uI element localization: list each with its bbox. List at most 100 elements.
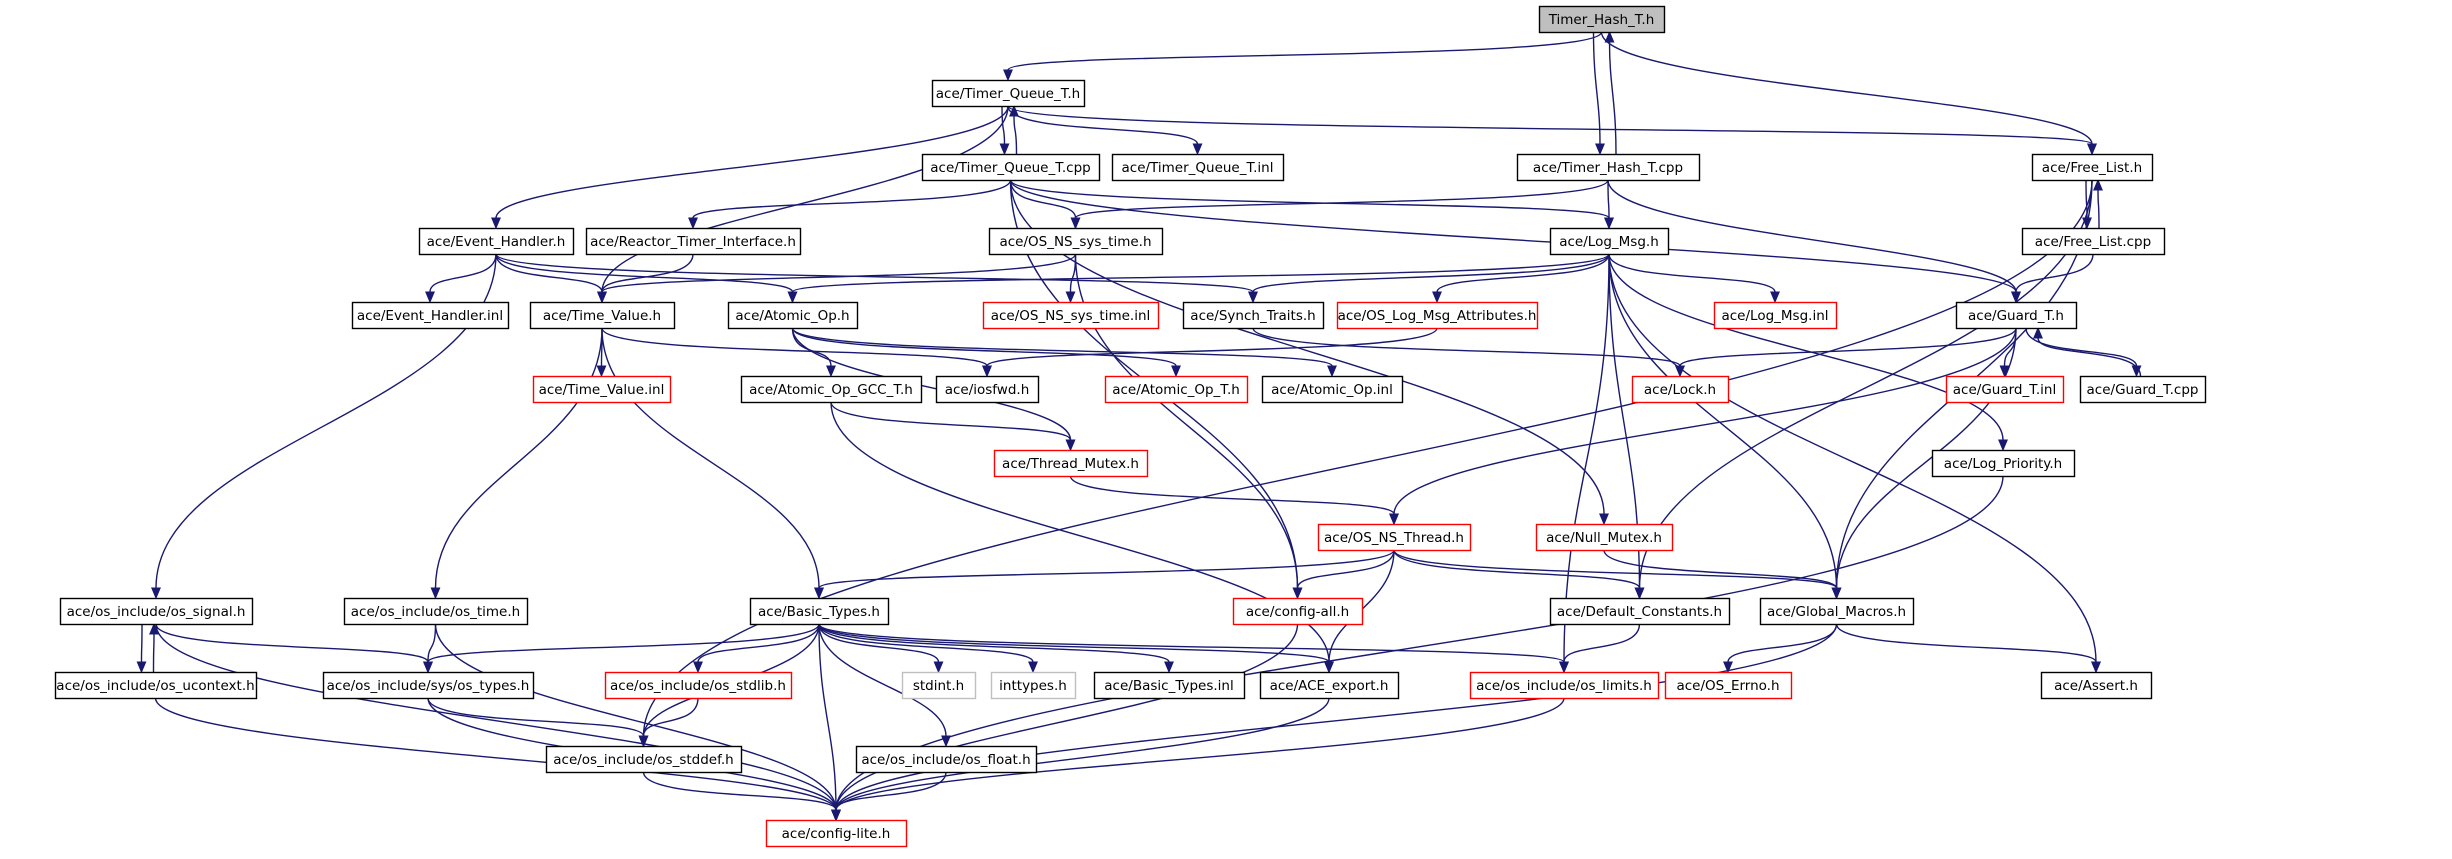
node-label: ace/Timer_Hash_T.cpp	[1533, 160, 1683, 176]
node-reactor-timer-interface-h[interactable]: ace/Reactor_Timer_Interface.h	[585, 227, 802, 256]
node-os-stdlib-h[interactable]: ace/os_include/os_stdlib.h	[604, 671, 793, 700]
node-free-list-cpp[interactable]: ace/Free_List.cpp	[2021, 227, 2166, 256]
node-os-time-h[interactable]: ace/os_include/os_time.h	[343, 597, 529, 626]
node-label: ace/os_include/sys/os_types.h	[327, 678, 530, 694]
node-log-msg-inl[interactable]: ace/Log_Msg.inl	[1713, 301, 1838, 330]
node-label: ace/OS_NS_sys_time.h	[999, 234, 1151, 250]
node-atomic-op-t-h[interactable]: ace/Atomic_Op_T.h	[1104, 375, 1249, 404]
edge-basic_types_h-to-inttypes_h	[818, 623, 1038, 674]
node-os-limits-h[interactable]: ace/os_include/os_limits.h	[1469, 671, 1660, 700]
node-box	[1336, 301, 1539, 330]
edge-atomic_op_gcc_t_h-to-thread_mutex_h	[830, 401, 1076, 452]
node-label: ace/Timer_Queue_T.h	[936, 86, 1080, 102]
node-sys-os-types-h[interactable]: ace/os_include/sys/os_types.h	[322, 671, 535, 700]
node-label: ace/ACE_export.h	[1270, 678, 1389, 694]
node-guard-t-cpp[interactable]: ace/Guard_T.cpp	[2079, 375, 2207, 404]
edge-guard_t_h-to-lock_h	[1675, 327, 2017, 378]
node-lock-h[interactable]: ace/Lock.h	[1631, 375, 1730, 404]
node-os-log-msg-attributes-h[interactable]: ace/OS_Log_Msg_Attributes.h	[1336, 301, 1539, 330]
node-default-constants-h[interactable]: ace/Default_Constants.h	[1549, 597, 1731, 626]
node-box	[1516, 153, 1701, 182]
node-box	[1549, 597, 1731, 626]
node-os-errno-h[interactable]: ace/OS_Errno.h	[1664, 671, 1793, 700]
node-event-handler-h[interactable]: ace/Event_Handler.h	[418, 227, 575, 256]
node-os-ucontext-h[interactable]: ace/os_include/os_ucontext.h	[54, 671, 258, 700]
node-box	[418, 227, 575, 256]
node-label: ace/os_include/os_float.h	[861, 752, 1030, 768]
node-stdint-h[interactable]: stdint.h	[901, 671, 977, 700]
edge-os_log_msg_attributes_h-to-iosfwd_h	[982, 327, 1438, 378]
node-os-float-h[interactable]: ace/os_include/os_float.h	[855, 745, 1038, 774]
node-inttypes-h[interactable]: inttypes.h	[990, 671, 1077, 700]
edge-atomic_op_h-to-atomic_op_t_h	[791, 327, 1181, 378]
node-atomic-op-inl[interactable]: ace/Atomic_Op.inl	[1261, 375, 1404, 404]
node-log-priority-h[interactable]: ace/Log_Priority.h	[1931, 449, 2076, 478]
edge-basic_types_h-to-os_stdlib_h	[693, 623, 820, 674]
node-log-msg-h[interactable]: ace/Log_Msg.h	[1549, 227, 1670, 256]
edge-timer_hash_t_cpp-to-timer_hash_t_h	[1604, 30, 1617, 155]
node-box	[740, 375, 923, 404]
node-iosfwd-h[interactable]: ace/iosfwd.h	[935, 375, 1040, 404]
node-label: ace/config-all.h	[1246, 604, 1349, 620]
node-box	[351, 301, 510, 330]
node-guard-t-inl[interactable]: ace/Guard_T.inl	[1945, 375, 2065, 404]
edge-ace_export_h-to-config_lite_h	[831, 697, 1330, 822]
node-time-value-inl[interactable]: ace/Time_Value.inl	[532, 375, 672, 404]
edge-os_ns_sys_time_h-to-time_value_h	[597, 253, 1077, 304]
node-null-mutex-h[interactable]: ace/Null_Mutex.h	[1535, 523, 1674, 552]
node-os-ns-sys-time-inl[interactable]: ace/OS_NS_sys_time.inl	[982, 301, 1160, 330]
node-os-ns-thread-h[interactable]: ace/OS_NS_Thread.h	[1317, 523, 1472, 552]
node-event-handler-inl[interactable]: ace/Event_Handler.inl	[351, 301, 510, 330]
node-basic-types-h[interactable]: ace/Basic_Types.h	[749, 597, 890, 626]
node-synch-traits-h[interactable]: ace/Synch_Traits.h	[1182, 301, 1325, 330]
node-timer-queue-t-h[interactable]: ace/Timer_Queue_T.h	[931, 79, 1086, 108]
node-label: ace/os_include/os_limits.h	[1476, 678, 1652, 694]
edge-log_msg_h-to-synch_traits_h	[1248, 253, 1610, 304]
node-box	[1664, 671, 1793, 700]
node-guard-t-h[interactable]: ace/Guard_T.h	[1955, 301, 2078, 330]
node-config-lite-h[interactable]: ace/config-lite.h	[765, 819, 908, 848]
node-label: stdint.h	[913, 678, 964, 694]
node-thread-mutex-h[interactable]: ace/Thread_Mutex.h	[993, 449, 1149, 478]
node-time-value-h[interactable]: ace/Time_Value.h	[529, 301, 676, 330]
node-atomic-op-gcc-t-h[interactable]: ace/Atomic_Op_GCC_T.h	[740, 375, 923, 404]
node-timer-queue-t-inl[interactable]: ace/Timer_Queue_T.inl	[1111, 153, 1285, 182]
node-box	[1317, 523, 1472, 552]
node-global-macros-h[interactable]: ace/Global_Macros.h	[1759, 597, 1915, 626]
node-box	[343, 597, 529, 626]
node-assert-h[interactable]: ace/Assert.h	[2040, 671, 2153, 700]
node-timer-hash-t-h[interactable]: Timer_Hash_T.h	[1538, 5, 1666, 34]
edge-global_macros_h-to-assert_h	[1835, 623, 2101, 674]
node-box	[1955, 301, 2078, 330]
node-label: ace/Basic_Types.h	[758, 604, 880, 620]
node-os-ns-sys-time-h[interactable]: ace/OS_NS_sys_time.h	[988, 227, 1164, 256]
node-atomic-op-h[interactable]: ace/Atomic_Op.h	[727, 301, 859, 330]
node-label: inttypes.h	[999, 678, 1067, 694]
node-label: ace/os_include/os_ucontext.h	[56, 678, 254, 694]
node-basic-types-inl[interactable]: ace/Basic_Types.inl	[1093, 671, 1246, 700]
node-label: ace/Time_Value.inl	[539, 382, 665, 398]
node-os-signal-h[interactable]: ace/os_include/os_signal.h	[59, 597, 254, 626]
node-box	[545, 745, 743, 774]
node-box	[2021, 227, 2166, 256]
node-label: ace/Null_Mutex.h	[1546, 530, 1662, 546]
node-label: ace/Default_Constants.h	[1557, 604, 1722, 620]
node-free-list-h[interactable]: ace/Free_List.h	[2031, 153, 2154, 182]
node-ace-export-h[interactable]: ace/ACE_export.h	[1259, 671, 1400, 700]
node-label: ace/Guard_T.h	[1968, 308, 2064, 324]
node-box	[935, 375, 1040, 404]
edge-timer_queue_t_cpp-to-reactor_timer_interface_h	[688, 179, 1012, 230]
edge-timer_queue_t_h-to-event_handler_h	[491, 105, 1009, 230]
node-label: ace/Guard_T.cpp	[2087, 382, 2199, 398]
node-timer-queue-t-cpp[interactable]: ace/Timer_Queue_T.cpp	[921, 153, 1101, 182]
node-box	[1469, 671, 1660, 700]
node-config-all-h[interactable]: ace/config-all.h	[1232, 597, 1364, 626]
node-os-stddef-h[interactable]: ace/os_include/os_stddef.h	[545, 745, 743, 774]
edge-os_signal_h-to-config_lite_h	[155, 623, 841, 822]
node-label: ace/os_include/os_stddef.h	[553, 752, 733, 768]
node-label: ace/Log_Priority.h	[1944, 456, 2062, 472]
node-box	[988, 227, 1164, 256]
node-box	[1104, 375, 1249, 404]
node-timer-hash-t-cpp[interactable]: ace/Timer_Hash_T.cpp	[1516, 153, 1701, 182]
